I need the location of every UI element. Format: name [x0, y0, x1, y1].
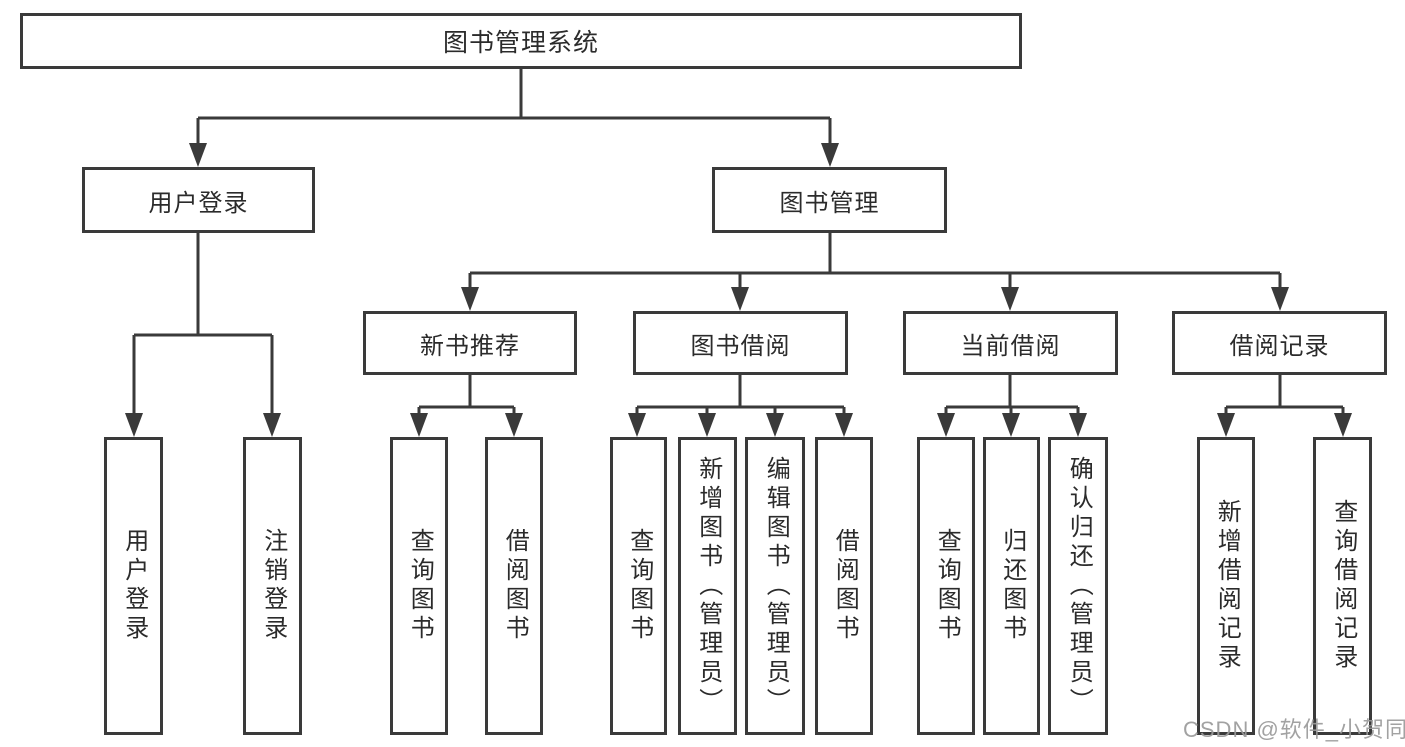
- node-label: 新增借阅记录: [1213, 499, 1241, 673]
- arrow-icon: [731, 287, 749, 311]
- node-label: 新增图书（管理员）: [694, 455, 722, 717]
- node-label: 确认归还（管理员）: [1065, 455, 1093, 717]
- leaf-edit-books-admin: 编辑图书（管理员）: [745, 437, 805, 735]
- edge-root-to-level1: [196, 69, 832, 146]
- arrow-icon: [1002, 413, 1020, 437]
- arrow-icon: [461, 287, 479, 311]
- node-label: 借阅记录: [1229, 332, 1330, 360]
- edge-book-borrow-children: [635, 374, 846, 416]
- arrow-icon: [1271, 287, 1289, 311]
- node-current-borrow: 当前借阅: [903, 311, 1118, 375]
- node-label: 查询图书: [406, 528, 434, 644]
- node-borrow-records: 借阅记录: [1172, 311, 1387, 375]
- arrow-icon: [505, 413, 523, 437]
- node-label: 图书管理系统: [442, 29, 599, 57]
- arrow-icon: [821, 143, 839, 167]
- leaf-borrow-books-recommend: 借阅图书: [485, 437, 543, 735]
- node-label: 借阅图书: [501, 528, 529, 644]
- node-label: 归还图书: [998, 528, 1026, 644]
- node-label: 查询借阅记录: [1329, 499, 1357, 673]
- leaf-borrow-books: 借阅图书: [815, 437, 873, 735]
- arrow-icon: [1069, 413, 1087, 437]
- node-book-management: 图书管理: [712, 167, 947, 233]
- node-label: 图书管理: [779, 189, 880, 217]
- edge-user-login-children: [132, 232, 274, 416]
- arrow-icon: [410, 413, 428, 437]
- node-label: 用户登录: [120, 528, 148, 644]
- leaf-query-books-recommend: 查询图书: [390, 437, 448, 735]
- edge-current-borrow-children: [944, 374, 1080, 416]
- edge-borrow-records-children: [1224, 374, 1345, 416]
- arrow-icon: [1217, 413, 1235, 437]
- node-library-management-system: 图书管理系统: [20, 13, 1022, 69]
- node-label: 查询图书: [625, 528, 653, 644]
- leaf-return-books: 归还图书: [983, 437, 1040, 735]
- edge-new-book-recommend-children: [417, 374, 516, 416]
- node-book-borrow: 图书借阅: [633, 311, 848, 375]
- csdn-watermark: CSDN @软件_小贺同学: [1183, 717, 1405, 742]
- arrow-icon: [628, 413, 646, 437]
- arrow-icon: [125, 413, 143, 437]
- node-label: 注销登录: [259, 528, 287, 644]
- leaf-add-borrow-record: 新增借阅记录: [1197, 437, 1255, 735]
- node-label: 借阅图书: [831, 528, 859, 644]
- arrow-icon: [766, 413, 784, 437]
- node-label: 查询图书: [933, 528, 961, 644]
- edge-book-management-children: [468, 232, 1282, 290]
- leaf-query-books-current: 查询图书: [917, 437, 975, 735]
- node-label: 编辑图书（管理员）: [762, 455, 790, 717]
- arrow-icon: [263, 413, 281, 437]
- node-label: 图书借阅: [690, 332, 791, 360]
- leaf-add-books-admin: 新增图书（管理员）: [678, 437, 737, 735]
- leaf-query-books-borrow: 查询图书: [610, 437, 667, 735]
- arrow-icon: [1334, 413, 1352, 437]
- node-label: 用户登录: [148, 189, 249, 217]
- node-label: 新书推荐: [420, 332, 520, 360]
- arrow-icon: [189, 143, 207, 167]
- leaf-user-login: 用户登录: [104, 437, 163, 735]
- arrowheads: [125, 143, 1352, 437]
- leaf-logout: 注销登录: [243, 437, 302, 735]
- leaf-confirm-return-admin: 确认归还（管理员）: [1048, 437, 1108, 735]
- node-user-login: 用户登录: [82, 167, 315, 233]
- arrow-icon: [835, 413, 853, 437]
- leaf-query-borrow-record: 查询借阅记录: [1313, 437, 1372, 735]
- arrow-icon: [698, 413, 716, 437]
- arrow-icon: [1001, 287, 1019, 311]
- node-new-book-recommend: 新书推荐: [363, 311, 577, 375]
- arrow-icon: [937, 413, 955, 437]
- node-label: 当前借阅: [960, 332, 1061, 360]
